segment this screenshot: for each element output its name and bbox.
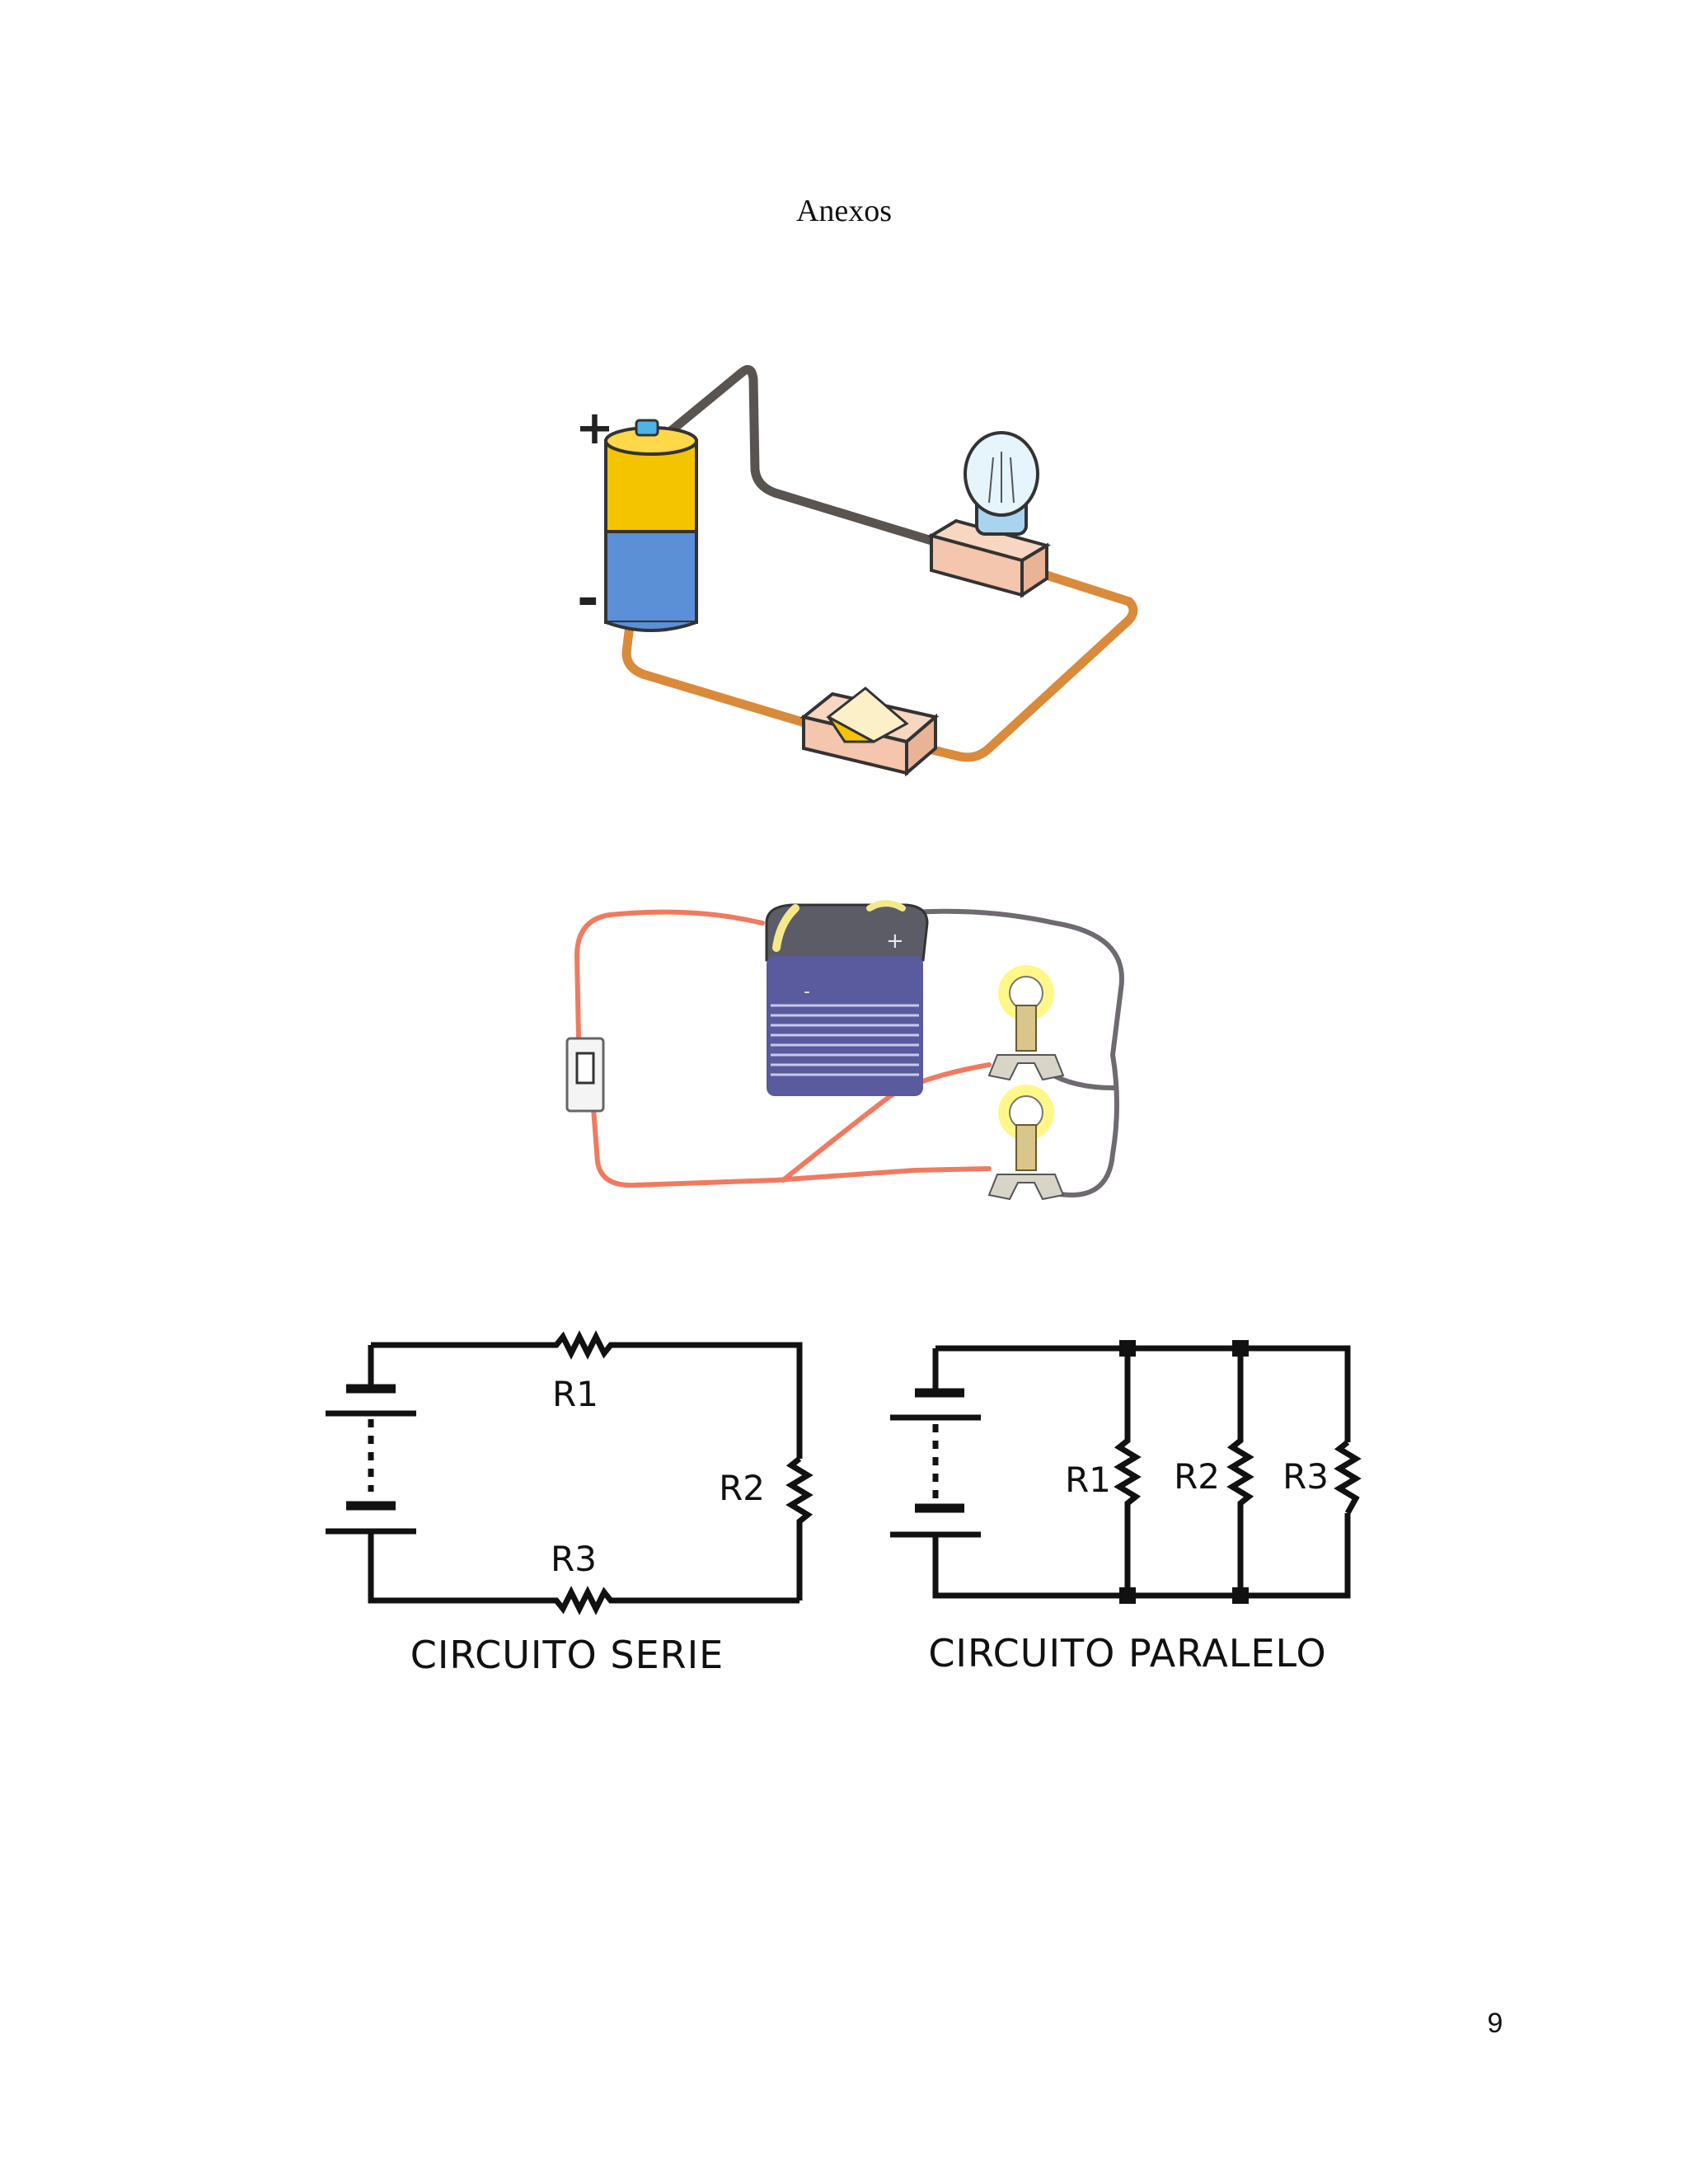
series-caption: CIRCUITO SERIE [410,1633,724,1677]
square-battery [765,900,929,1096]
battery-plus-sign: + [575,401,614,455]
switch [799,687,940,777]
wire-red-bottom [591,1106,992,1188]
series-r3-label: R3 [551,1539,597,1579]
bulb-lamp [926,431,1052,598]
wire-red-to-bulb1 [781,1062,992,1183]
bulb-2 [987,1085,1065,1201]
wire-bulb-to-switch [893,570,1138,762]
battery-minus-label: - [804,982,810,1002]
wire-negative [621,613,813,729]
wall-switch [565,1037,605,1113]
parallel-caption: CIRCUITO PARALELO [928,1631,1326,1675]
simple-circuit-illustration: + - [575,364,1138,777]
wire-gray [884,908,1124,1197]
circuit-schematics: R1 R2 R3 CIRCUITO SERIE R1 R [326,1330,1362,1677]
series-r2-label: R2 [719,1468,765,1508]
battery-minus-sign: - [577,569,599,630]
series-r1-label: R1 [552,1374,598,1414]
parallel-junctions [1119,1340,1249,1604]
page-number: 9 [1487,2008,1503,2039]
battery-plus-label: + [886,929,904,954]
wire-red-left [574,909,765,1041]
parallel-schematic [890,1345,1362,1599]
parallel-r3-label: R3 [1282,1456,1329,1497]
parallel-bulbs-illustration: - + [565,900,1124,1201]
bulb-1 [987,965,1065,1081]
battery [604,419,698,632]
parallel-r2-label: R2 [1174,1456,1220,1497]
page-title: Anexos [795,194,893,228]
series-schematic [326,1330,814,1615]
parallel-r1-label: R1 [1065,1460,1111,1500]
wire-positive [667,364,953,551]
